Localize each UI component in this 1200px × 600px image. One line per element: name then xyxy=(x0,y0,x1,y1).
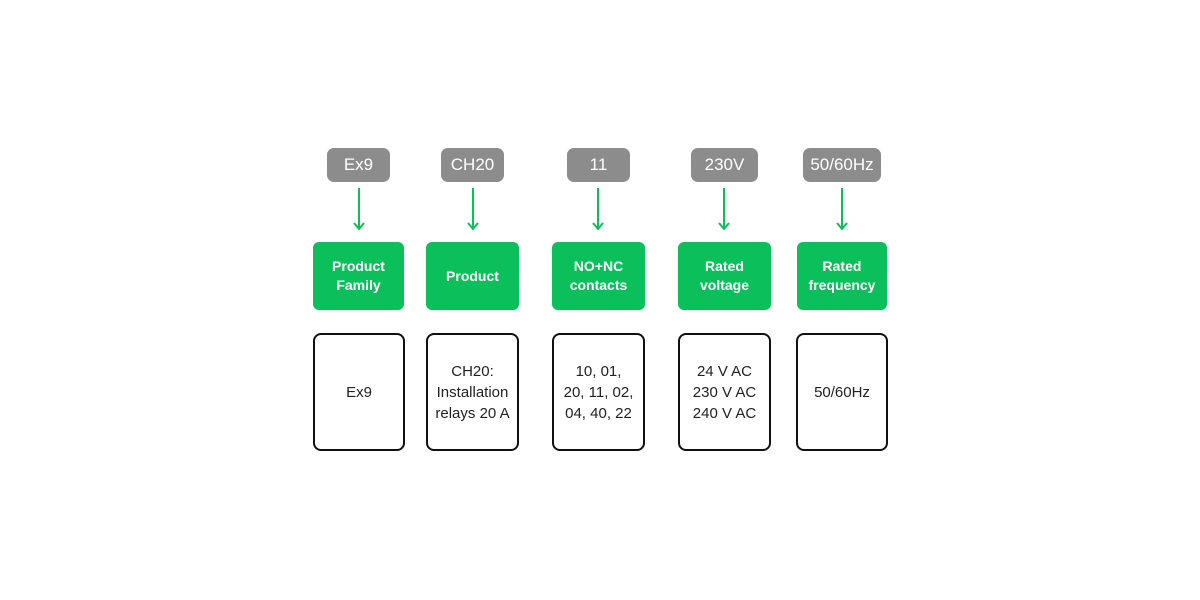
arrow-down-icon xyxy=(592,188,604,231)
field-label-box: Product xyxy=(426,242,519,310)
field-label: Rated voltage xyxy=(699,258,749,293)
field-value-box: 24 V AC 230 V AC 240 V AC xyxy=(678,333,771,451)
code-chip: 50/60Hz xyxy=(803,148,881,182)
field-label: Rated frequency xyxy=(808,258,876,293)
field-value-box: Ex9 xyxy=(313,333,405,451)
field-label: Product xyxy=(446,267,499,284)
field-label-box: Rated voltage xyxy=(678,242,771,310)
field-label-box: NO+NC contacts xyxy=(552,242,645,310)
field-label: Product Family xyxy=(332,258,385,293)
arrow-down-icon xyxy=(836,188,848,231)
field-value: CH20: Installation relays 20 A xyxy=(435,362,510,422)
field-value: 24 V AC 230 V AC 240 V AC xyxy=(692,362,757,422)
arrow-down-icon xyxy=(467,188,479,231)
arrow-down-icon xyxy=(718,188,730,231)
field-value-box: CH20: Installation relays 20 A xyxy=(426,333,519,451)
field-value: 50/60Hz xyxy=(814,383,870,401)
field-label-box: Rated frequency xyxy=(797,242,887,310)
code-chip: Ex9 xyxy=(327,148,390,182)
code-chip: 230V xyxy=(691,148,758,182)
field-value-box: 10, 01, 20, 11, 02, 04, 40, 22 xyxy=(552,333,645,451)
field-value-box: 50/60Hz xyxy=(796,333,888,451)
code-chip: 11 xyxy=(567,148,630,182)
arrow-down-icon xyxy=(353,188,365,231)
field-value: 10, 01, 20, 11, 02, 04, 40, 22 xyxy=(563,362,634,422)
field-value: Ex9 xyxy=(346,383,372,401)
field-label-box: Product Family xyxy=(313,242,404,310)
field-label: NO+NC contacts xyxy=(569,258,628,293)
code-chip: CH20 xyxy=(441,148,504,182)
